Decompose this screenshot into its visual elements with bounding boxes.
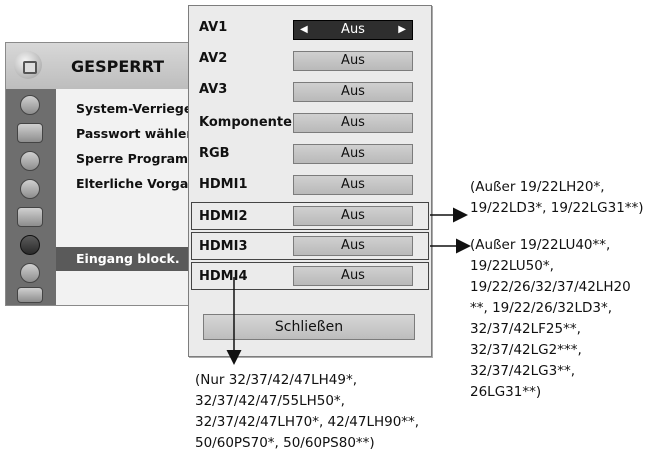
note-line: 32/37/42LG3**, xyxy=(470,363,575,379)
screen-icon[interactable] xyxy=(17,123,43,143)
note-line: (Nur 32/37/42/47LH49*, xyxy=(195,372,358,388)
note-line: 19/22/26/32/37/42LH20 xyxy=(470,279,631,295)
clock-icon[interactable] xyxy=(20,179,40,199)
lock-menu-title: GESPERRT xyxy=(71,57,165,76)
lock-menu: GESPERRT System-Verriegelu Passwort wähl… xyxy=(5,42,206,306)
value-button-hdmi2[interactable]: Aus xyxy=(293,206,413,226)
value-selector-av1[interactable]: ◀ Aus ▶ xyxy=(293,20,413,40)
value-button-rgb[interactable]: Aus xyxy=(293,144,413,164)
row-label-hdmi1: HDMI1 xyxy=(199,177,248,192)
row-label-av2: AV2 xyxy=(199,51,228,66)
lock-tab-icon[interactable] xyxy=(20,235,40,255)
hdmi2-note: (Außer 19/22LH20*, 19/22LD3*, 19/22LG31*… xyxy=(470,177,644,219)
row-label-hdmi2: HDMI2 xyxy=(199,209,248,224)
menu-item-input-block[interactable]: Eingang block. xyxy=(56,247,196,271)
input-block-popup: AV1 ◀ Aus ▶ AV2 Aus AV3 Aus Komponente A… xyxy=(188,5,432,357)
row-label-component: Komponente xyxy=(199,115,292,130)
hdmi3-note: (Außer 19/22LU40**, 19/22LU50*, 19/22/26… xyxy=(470,235,631,403)
menu-item-parental-guidance[interactable]: Elterliche Vorgabe xyxy=(76,176,206,191)
row-label-av3: AV3 xyxy=(199,82,228,97)
value-button-hdmi1[interactable]: Aus xyxy=(293,175,413,195)
picture-icon[interactable] xyxy=(20,95,40,115)
settings-icon[interactable] xyxy=(20,151,40,171)
menu-item-system-lock[interactable]: System-Verriegelu xyxy=(76,101,206,116)
menu-item-input-block-label: Eingang block. xyxy=(76,251,180,266)
note-line: 32/37/42/47LH70*, 42/47LH90**, xyxy=(195,414,420,430)
menu-item-block-program[interactable]: Sperre Programm xyxy=(76,151,202,166)
value-button-av3[interactable]: Aus xyxy=(293,82,413,102)
row-label-av1: AV1 xyxy=(199,20,228,35)
note-line: 50/60PS70*, 50/60PS80**) xyxy=(195,435,375,451)
value-button-av2[interactable]: Aus xyxy=(293,51,413,71)
note-line: (Außer 19/22LU40**, xyxy=(470,237,611,253)
lock-menu-header: GESPERRT xyxy=(6,43,196,90)
row-label-rgb: RGB xyxy=(199,146,230,161)
arrow-left-icon[interactable]: ◀ xyxy=(300,24,308,35)
close-button[interactable]: Schließen xyxy=(203,314,415,340)
value-button-hdmi3[interactable]: Aus xyxy=(293,236,413,256)
menu-icon-sidebar xyxy=(6,89,56,305)
note-line: 32/37/42/47/55LH50*, xyxy=(195,393,345,409)
audio-icon[interactable] xyxy=(20,263,40,283)
arrow-right-icon[interactable]: ▶ xyxy=(398,24,406,35)
hdmi4-callout-box xyxy=(191,262,429,290)
hdmi3-callout-box xyxy=(191,232,429,260)
value-button-component[interactable]: Aus xyxy=(293,113,413,133)
value-button-hdmi4[interactable]: Aus xyxy=(293,266,413,286)
note-line: 19/22LU50*, xyxy=(470,258,554,274)
menu-item-set-password[interactable]: Passwort wählen xyxy=(76,126,196,141)
note-line: (Außer 19/22LH20*, xyxy=(470,179,605,195)
row-label-hdmi3: HDMI3 xyxy=(199,239,248,254)
lock-icon xyxy=(14,51,42,79)
film-icon[interactable] xyxy=(17,287,43,303)
note-line: 19/22LD3*, 19/22LG31**) xyxy=(470,200,644,216)
hdmi2-callout-box xyxy=(191,202,429,230)
note-line: **, 19/22/26/32LD3*, xyxy=(470,300,612,316)
note-line: 32/37/42LG2***, xyxy=(470,342,582,358)
option-icon[interactable] xyxy=(17,207,43,227)
note-line: 32/37/42LF25**, xyxy=(470,321,581,337)
hdmi4-note: (Nur 32/37/42/47LH49*, 32/37/42/47/55LH5… xyxy=(195,370,419,454)
note-line: 26LG31**) xyxy=(470,384,542,400)
value-av1: Aus xyxy=(341,22,365,37)
lock-menu-list: System-Verriegelu Passwort wählen Sperre… xyxy=(56,89,206,305)
row-label-hdmi4: HDMI4 xyxy=(199,269,248,284)
